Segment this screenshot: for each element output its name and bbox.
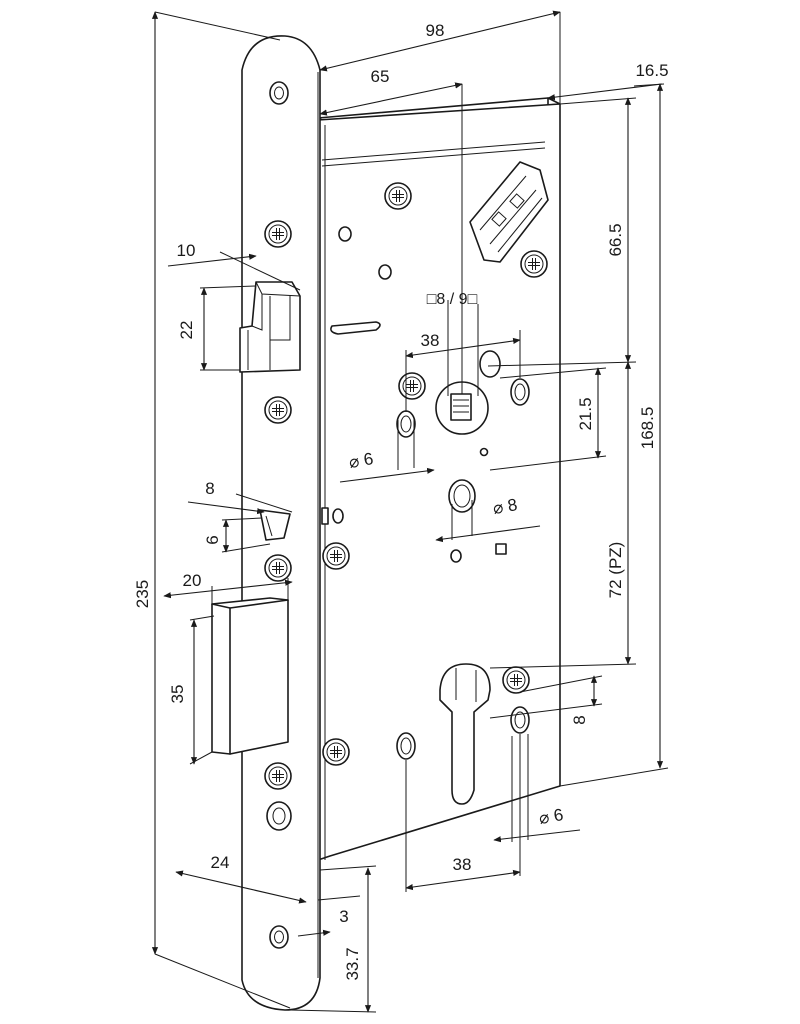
dim-16-5: 16.5 — [635, 61, 668, 80]
dim-phi8: ⌀ 8 — [491, 495, 518, 518]
dim-33-7: 33.7 — [343, 947, 362, 980]
screw-icon — [264, 554, 292, 582]
dim-235: 235 — [133, 580, 152, 608]
dim-phi6-bottom: ⌀ 6 — [537, 805, 564, 828]
dim-square: □8 / 9□ — [427, 291, 478, 308]
aux-latch — [259, 509, 291, 541]
dim-8-right: 8 — [570, 715, 589, 724]
screw-icon — [322, 542, 350, 570]
dim-backset-24: 24 — [211, 853, 230, 872]
dim-65: 65 — [371, 67, 390, 86]
dim-72-pz: 72 (PZ) — [606, 542, 625, 599]
dim-3: 3 — [339, 907, 348, 926]
dim-38-bottom: 38 — [453, 855, 472, 874]
screw-icon — [264, 762, 292, 790]
screw-icon — [264, 396, 292, 424]
dim-latch-22: 22 — [177, 321, 196, 340]
dim-phi6-left: ⌀ 6 — [347, 449, 374, 472]
dim-bolt-20: 20 — [183, 571, 202, 590]
dim-aux-6: 6 — [203, 535, 222, 544]
dim-168-5: 168.5 — [638, 407, 657, 450]
screw-icon — [322, 738, 350, 766]
screw-icon — [520, 250, 548, 278]
dim-bolt-35: 35 — [168, 685, 187, 704]
dim-latch-10: 10 — [177, 241, 196, 260]
latch — [239, 281, 301, 373]
dim-38-top: 38 — [421, 331, 440, 350]
dim-21-5: 21.5 — [576, 397, 595, 430]
deadbolt — [211, 597, 289, 755]
dimension-lines — [151, 10, 669, 1013]
dim-66-5: 66.5 — [606, 223, 625, 256]
screw-icon — [502, 666, 530, 694]
dim-aux-8: 8 — [205, 479, 214, 498]
dimension-labels: 235 98 65 16.5 66.5 168.5 72 (PZ) 21.5 8… — [133, 21, 669, 981]
screw-icon — [384, 182, 412, 210]
screw-icon — [398, 372, 426, 400]
screw-icon — [264, 220, 292, 248]
case-features — [321, 161, 549, 805]
dim-98: 98 — [426, 21, 445, 40]
